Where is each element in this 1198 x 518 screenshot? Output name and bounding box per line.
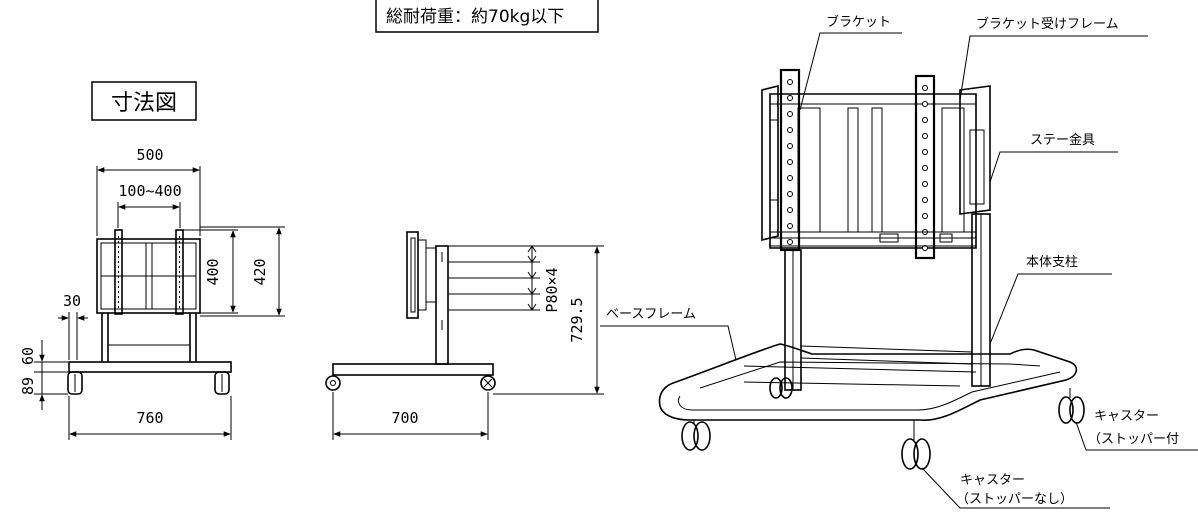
dim-p80x4: P80×4 [543, 267, 561, 312]
dim-100-400: 100~400 [118, 182, 181, 200]
label-caster-stopper-1: キャスター [1094, 409, 1159, 424]
dim-500: 500 [136, 146, 163, 164]
label-caster-nostopper-2: （ストッパーなし） [956, 492, 1073, 507]
label-stay: ステー金具 [1030, 132, 1095, 148]
label-bracket-frame: ブラケット受けフレーム [976, 16, 1119, 32]
load-note: 総耐荷重：約70kg以下 [375, 0, 599, 33]
label-bracket: ブラケット [826, 14, 891, 30]
label-caster-nostopper-1: キャスター [960, 473, 1025, 488]
side-view: P80×4 729.5 700 [325, 231, 604, 440]
dimension-title-box: 寸法図 [91, 81, 197, 121]
dim-700: 700 [391, 409, 418, 427]
dim-89: 89 [19, 377, 37, 395]
dim-60: 60 [19, 347, 37, 365]
front-view: 500 100~400 400 420 30 60 89 760 [19, 146, 285, 440]
dim-30: 30 [63, 292, 81, 310]
dim-729-5: 729.5 [568, 297, 586, 342]
load-note-text: 総耐荷重：約70kg以下 [386, 7, 564, 27]
isometric-view: ブラケット ブラケット受けフレーム ステー金具 本体支柱 ベースフレーム キャス… [600, 14, 1198, 509]
dim-760: 760 [136, 409, 163, 427]
dim-400: 400 [204, 258, 222, 285]
dimension-title: 寸法図 [111, 91, 177, 116]
label-base-frame: ベースフレーム [606, 307, 696, 322]
label-caster-stopper-2: （ストッパー付 [1088, 432, 1179, 447]
dim-420: 420 [251, 258, 269, 285]
label-column: 本体支柱 [1026, 255, 1078, 270]
